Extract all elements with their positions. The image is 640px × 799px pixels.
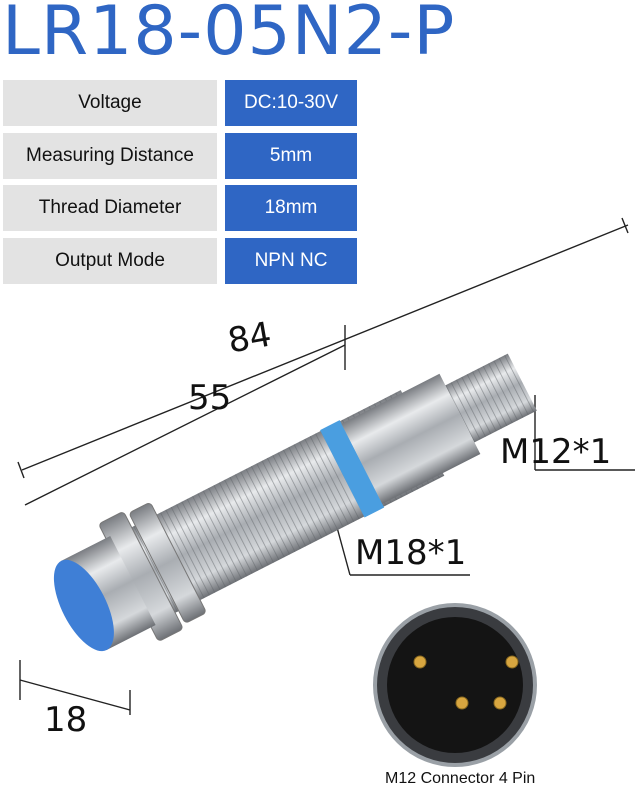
product-title: LR18-05N2-P — [2, 0, 456, 71]
sensor-body — [53, 353, 537, 652]
pin — [413, 655, 427, 669]
dimension-connector-thread: M12*1 — [500, 432, 612, 472]
spec-label: Measuring Distance — [3, 133, 217, 179]
spec-label: Thread Diameter — [3, 185, 217, 231]
sensor-face — [53, 559, 114, 652]
connector-face — [373, 603, 537, 767]
dimension-thread-length: 55 — [188, 378, 232, 418]
dimension-total-length: 84 — [224, 314, 275, 362]
pin — [493, 696, 507, 710]
spec-label: Voltage — [3, 80, 217, 126]
pin — [455, 696, 469, 710]
dimension-body-thread: M18*1 — [355, 533, 467, 573]
spec-label: Output Mode — [3, 238, 217, 284]
spec-value: 5mm — [225, 133, 357, 179]
spec-value: 18mm — [225, 185, 357, 231]
spec-value: DC:10-30V — [225, 80, 357, 126]
spec-value: NPN NC — [225, 238, 357, 284]
connector-caption: M12 Connector 4 Pin — [385, 770, 536, 787]
pin — [505, 655, 519, 669]
dimension-face-diameter: 18 — [44, 700, 88, 740]
